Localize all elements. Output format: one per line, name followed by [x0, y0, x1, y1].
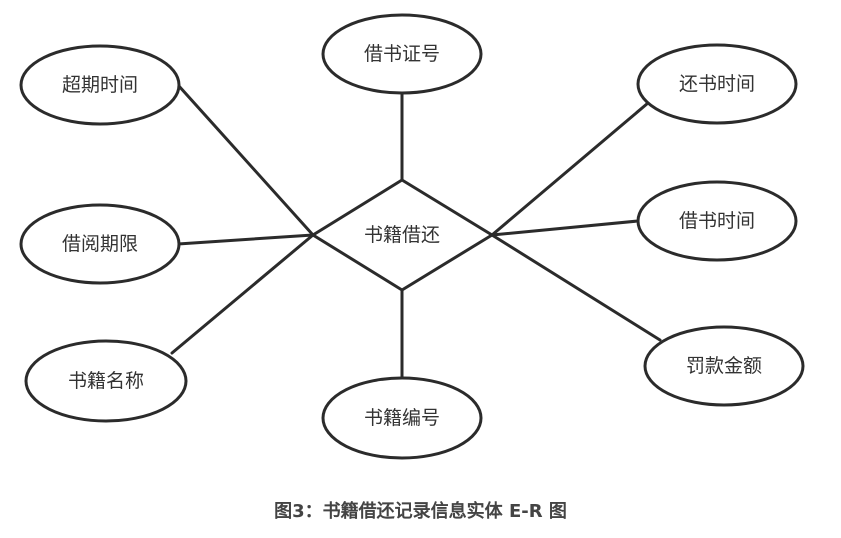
figure-caption: 图3：书籍借还记录信息实体 E-R 图	[274, 501, 567, 522]
connectors	[170, 83, 662, 380]
attribute-fine-amount: 罚款金额	[643, 325, 805, 407]
attribute-book-no: 书籍编号	[321, 376, 483, 460]
attribute-overdue-time: 超期时间	[19, 44, 181, 126]
edge-overdue-time	[176, 83, 315, 237]
attribute-label: 超期时间	[62, 74, 138, 96]
attribute-label: 借书证号	[364, 43, 440, 65]
edge-fine-amount	[490, 233, 662, 342]
attribute-label: 书籍名称	[68, 370, 144, 392]
relationship-diamond: 书籍借还	[310, 178, 495, 292]
attribute-label: 借书时间	[679, 210, 755, 232]
edge-borrow-period	[176, 233, 315, 246]
attribute-label: 还书时间	[679, 73, 755, 95]
edge-return-time	[490, 101, 650, 237]
edge-borrow-time	[490, 219, 640, 237]
attribute-label: 借阅期限	[62, 233, 138, 255]
attribute-book-name: 书籍名称	[24, 339, 188, 423]
attribute-label: 罚款金额	[686, 355, 762, 377]
edge-book-name	[170, 233, 315, 355]
attribute-borrow-time: 借书时间	[636, 180, 798, 262]
attribute-borrow-period: 借阅期限	[19, 203, 181, 285]
attribute-borrow-card-no: 借书证号	[321, 13, 483, 95]
relationship-label: 书籍借还	[364, 224, 440, 246]
attribute-label: 书籍编号	[364, 407, 440, 429]
attribute-return-time: 还书时间	[636, 43, 798, 125]
